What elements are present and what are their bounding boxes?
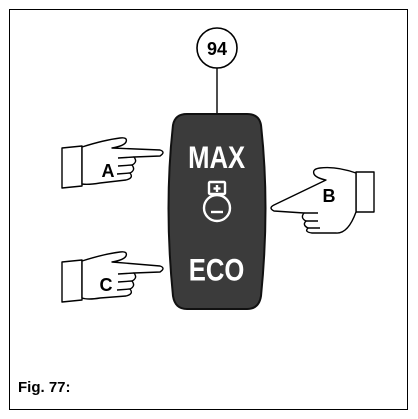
hand-b-label: B [323,186,336,206]
hand-b: B [271,168,374,233]
pointing-hand-icon [62,252,163,302]
callout-number: 94 [207,39,227,59]
callout-94: 94 [197,28,237,68]
hand-c-label: C [100,275,113,295]
hand-a: A [62,138,163,188]
switch-max-label: MAX [188,141,245,176]
rocker-switch: MAX ECO [169,114,266,309]
switch-eco-label: ECO [189,253,245,288]
figure-caption: Fig. 77: [18,379,71,396]
hand-a-label: A [102,161,115,181]
hand-c: C [62,252,163,302]
